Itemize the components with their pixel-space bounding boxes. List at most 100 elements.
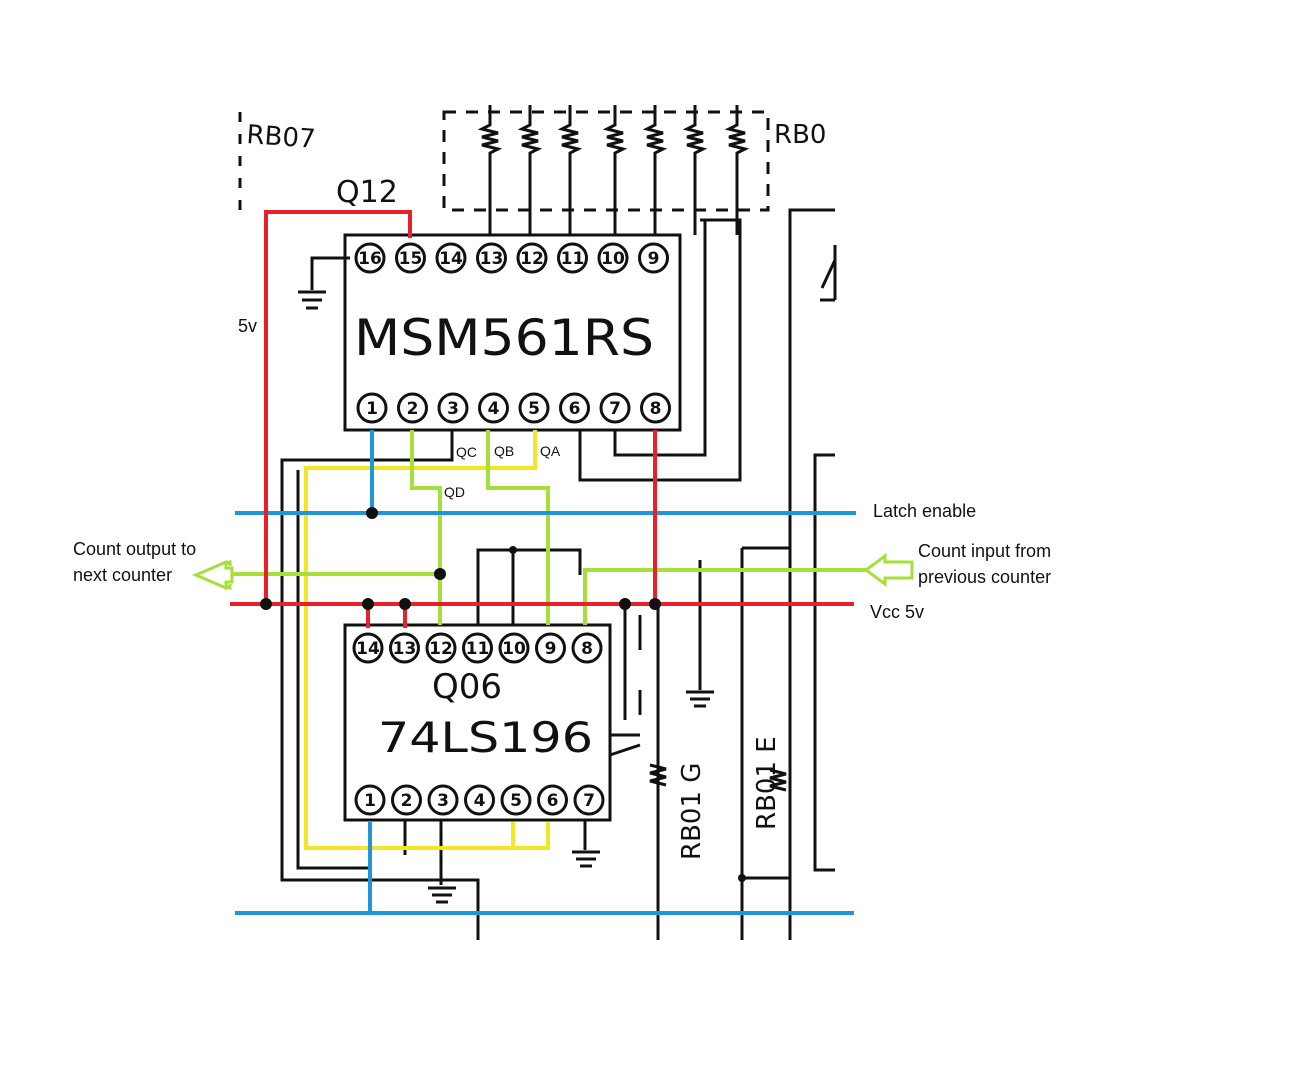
pin-number: 2 [407, 399, 419, 419]
pin-number: 9 [545, 639, 557, 659]
pin-number: 15 [399, 249, 423, 269]
lower-chip-name: 74LS196 [378, 713, 593, 762]
pin-circle [537, 784, 568, 816]
black-wire-pin11 [476, 548, 582, 625]
green-qd-wire [410, 430, 442, 625]
pin-circle [427, 784, 459, 816]
count-lines [228, 430, 868, 625]
green-count-input [583, 568, 868, 625]
label-vcc: Vcc 5v [870, 602, 924, 622]
pin-circle [498, 632, 530, 664]
junction-dot [399, 598, 411, 610]
label-qd: QD [444, 484, 465, 500]
junction-dot [366, 507, 378, 519]
junction-dot [649, 598, 661, 610]
pin-number: 14 [439, 249, 463, 269]
pin-circle [397, 392, 428, 424]
pin-number: 11 [466, 639, 490, 659]
q12-label: Q12 [336, 175, 398, 210]
pin-circle [356, 392, 388, 424]
pin-number: 12 [429, 639, 453, 659]
pin-number: 5 [510, 791, 522, 811]
pin-circle [435, 242, 467, 274]
lower-right-ground [686, 560, 714, 708]
pin-number: 8 [581, 639, 593, 659]
pin-circle [597, 242, 629, 274]
pin-circle [464, 784, 495, 816]
latch-lines [235, 430, 856, 915]
pin-number: 1 [364, 791, 376, 811]
upper-chip-ground [298, 256, 350, 310]
pin-circle [518, 392, 550, 424]
pin-number: 16 [358, 249, 382, 269]
junction-dot [434, 568, 446, 580]
label-qa: QA [540, 443, 561, 459]
label-5v: 5v [238, 316, 257, 336]
ground-stub-right [820, 245, 837, 302]
schematic-ink [238, 105, 837, 940]
pin-circle [389, 632, 420, 664]
pin-number: 1 [366, 399, 378, 419]
pin-circle [559, 392, 590, 424]
label-qc: QC [456, 444, 477, 460]
pin-circle [476, 242, 507, 274]
black-wire-qc [280, 430, 480, 940]
pin-circle [478, 392, 509, 424]
pin-circle [354, 784, 386, 816]
pin-circle [391, 784, 422, 816]
ref-rb07: RB07 [246, 120, 317, 155]
rb01g-wire [649, 605, 667, 940]
pin-circle [425, 632, 457, 664]
upper-chip-body [343, 233, 682, 432]
far-right-wire [813, 453, 835, 872]
pin-number: 13 [393, 639, 417, 659]
junction-dot [738, 874, 746, 882]
label-count-input-2: previous counter [918, 567, 1051, 587]
pin-circle [535, 632, 566, 664]
vcc-lines [230, 210, 854, 628]
pin-number: 10 [502, 639, 526, 659]
pin-number: 6 [569, 399, 581, 419]
pin-number: 6 [547, 791, 559, 811]
rb01e-box [740, 546, 790, 940]
junction-dot [362, 598, 374, 610]
pin-circle [352, 632, 384, 664]
upper-chip-pin7-wire [613, 220, 707, 457]
pin-number: 12 [520, 249, 544, 269]
vcc-5v-riser [264, 210, 412, 604]
pin-number: 8 [650, 399, 662, 419]
pin-number: 4 [474, 791, 486, 811]
pin-number: 4 [488, 399, 500, 419]
ref-rb0: RB0 [774, 120, 826, 150]
label-count-output-1: Count output to [73, 539, 196, 559]
lower-pin7-ground [572, 820, 600, 868]
pin-number: 7 [583, 791, 595, 811]
pin-circle [500, 784, 532, 816]
yellow-qa-wire [304, 430, 550, 850]
pin-circle [395, 242, 426, 274]
resistor-network-box [442, 110, 770, 212]
pin-circle [640, 392, 671, 424]
pin-number: 9 [648, 249, 660, 269]
pin-circle [557, 242, 588, 274]
junction-dot [260, 598, 272, 610]
upper-chip-pin6-wire [578, 218, 742, 482]
right-bus-wire [788, 208, 835, 940]
lower-chip-top-pins: 14 13 12 11 10 9 8 [352, 632, 603, 664]
pin-circle [437, 392, 469, 424]
label-qb: QB [494, 443, 514, 459]
junction-dot [509, 546, 517, 554]
junction-dot [619, 598, 631, 610]
pin-circle [573, 784, 605, 816]
label-latch-enable: Latch enable [873, 501, 976, 521]
label-count-output-2: next counter [73, 565, 172, 585]
pin-number: 7 [609, 399, 621, 419]
junction-dots [260, 507, 746, 882]
pin-number: 10 [601, 249, 625, 269]
pin-number: 14 [356, 639, 380, 659]
pin-circle [638, 242, 669, 274]
rb01g-label: RB01 G [677, 763, 707, 860]
pin-circle [354, 242, 386, 274]
